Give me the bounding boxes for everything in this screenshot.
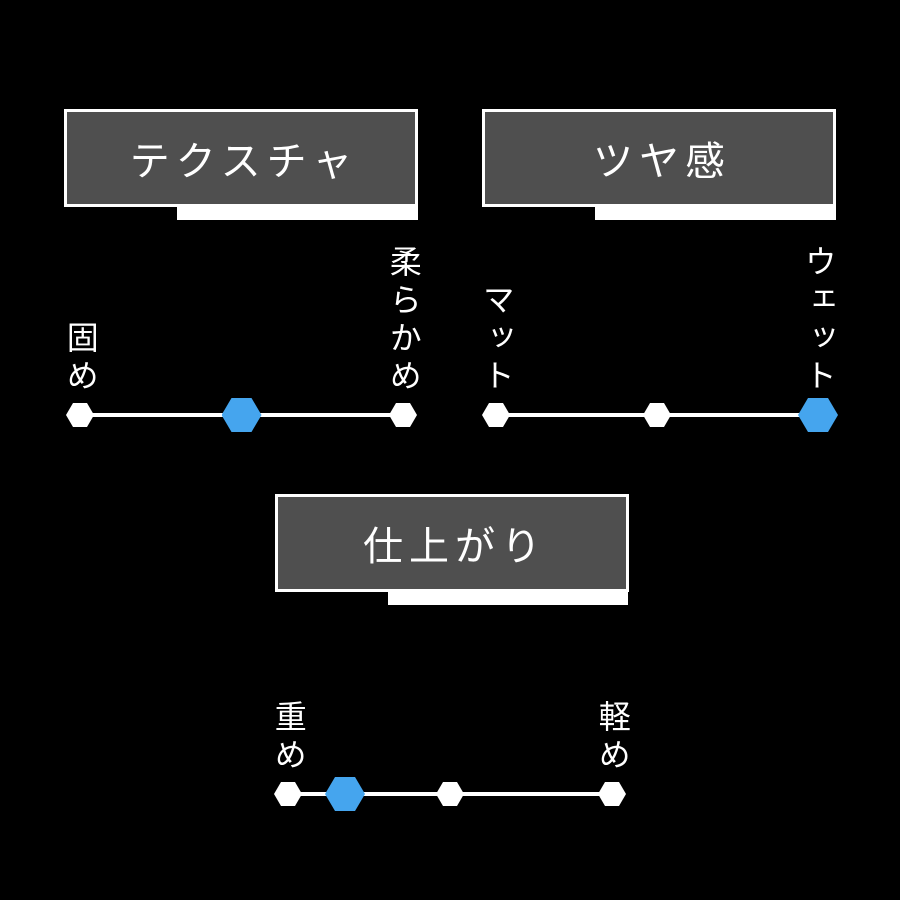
rating-marker-hexagon — [221, 398, 262, 432]
scale-max-label: 軽め — [594, 700, 631, 776]
anchor-hexagon-right — [598, 782, 626, 806]
rating-marker-hexagon — [325, 777, 366, 811]
scale-title: ツヤ感 — [593, 140, 731, 184]
anchor-hexagon-middle — [643, 403, 671, 427]
scale-title: テクスチャ — [129, 140, 359, 184]
anchor-hexagon-left — [66, 403, 94, 427]
title-shadow-bar — [595, 207, 836, 220]
title-shadow-bar — [177, 207, 418, 220]
scale-max-label: ウェット — [800, 245, 837, 397]
anchor-hexagon-left — [482, 403, 510, 427]
anchor-hexagon-right — [389, 403, 417, 427]
scale-max-label: 柔らかめ — [385, 245, 422, 397]
anchor-hexagon-left — [274, 782, 302, 806]
scale-title-box: ツヤ感 — [482, 109, 836, 207]
scale-title: 仕上がり — [363, 525, 547, 569]
scale-title-box: 仕上がり — [275, 494, 629, 592]
title-shadow-bar — [388, 592, 628, 605]
scale-title-box: テクスチャ — [64, 109, 418, 207]
scale-min-label: 固め — [62, 321, 99, 397]
scale-min-label: 重め — [270, 700, 307, 776]
anchor-hexagon-middle — [436, 782, 464, 806]
rating-marker-hexagon — [798, 398, 838, 432]
scale-min-label: マット — [478, 283, 515, 397]
